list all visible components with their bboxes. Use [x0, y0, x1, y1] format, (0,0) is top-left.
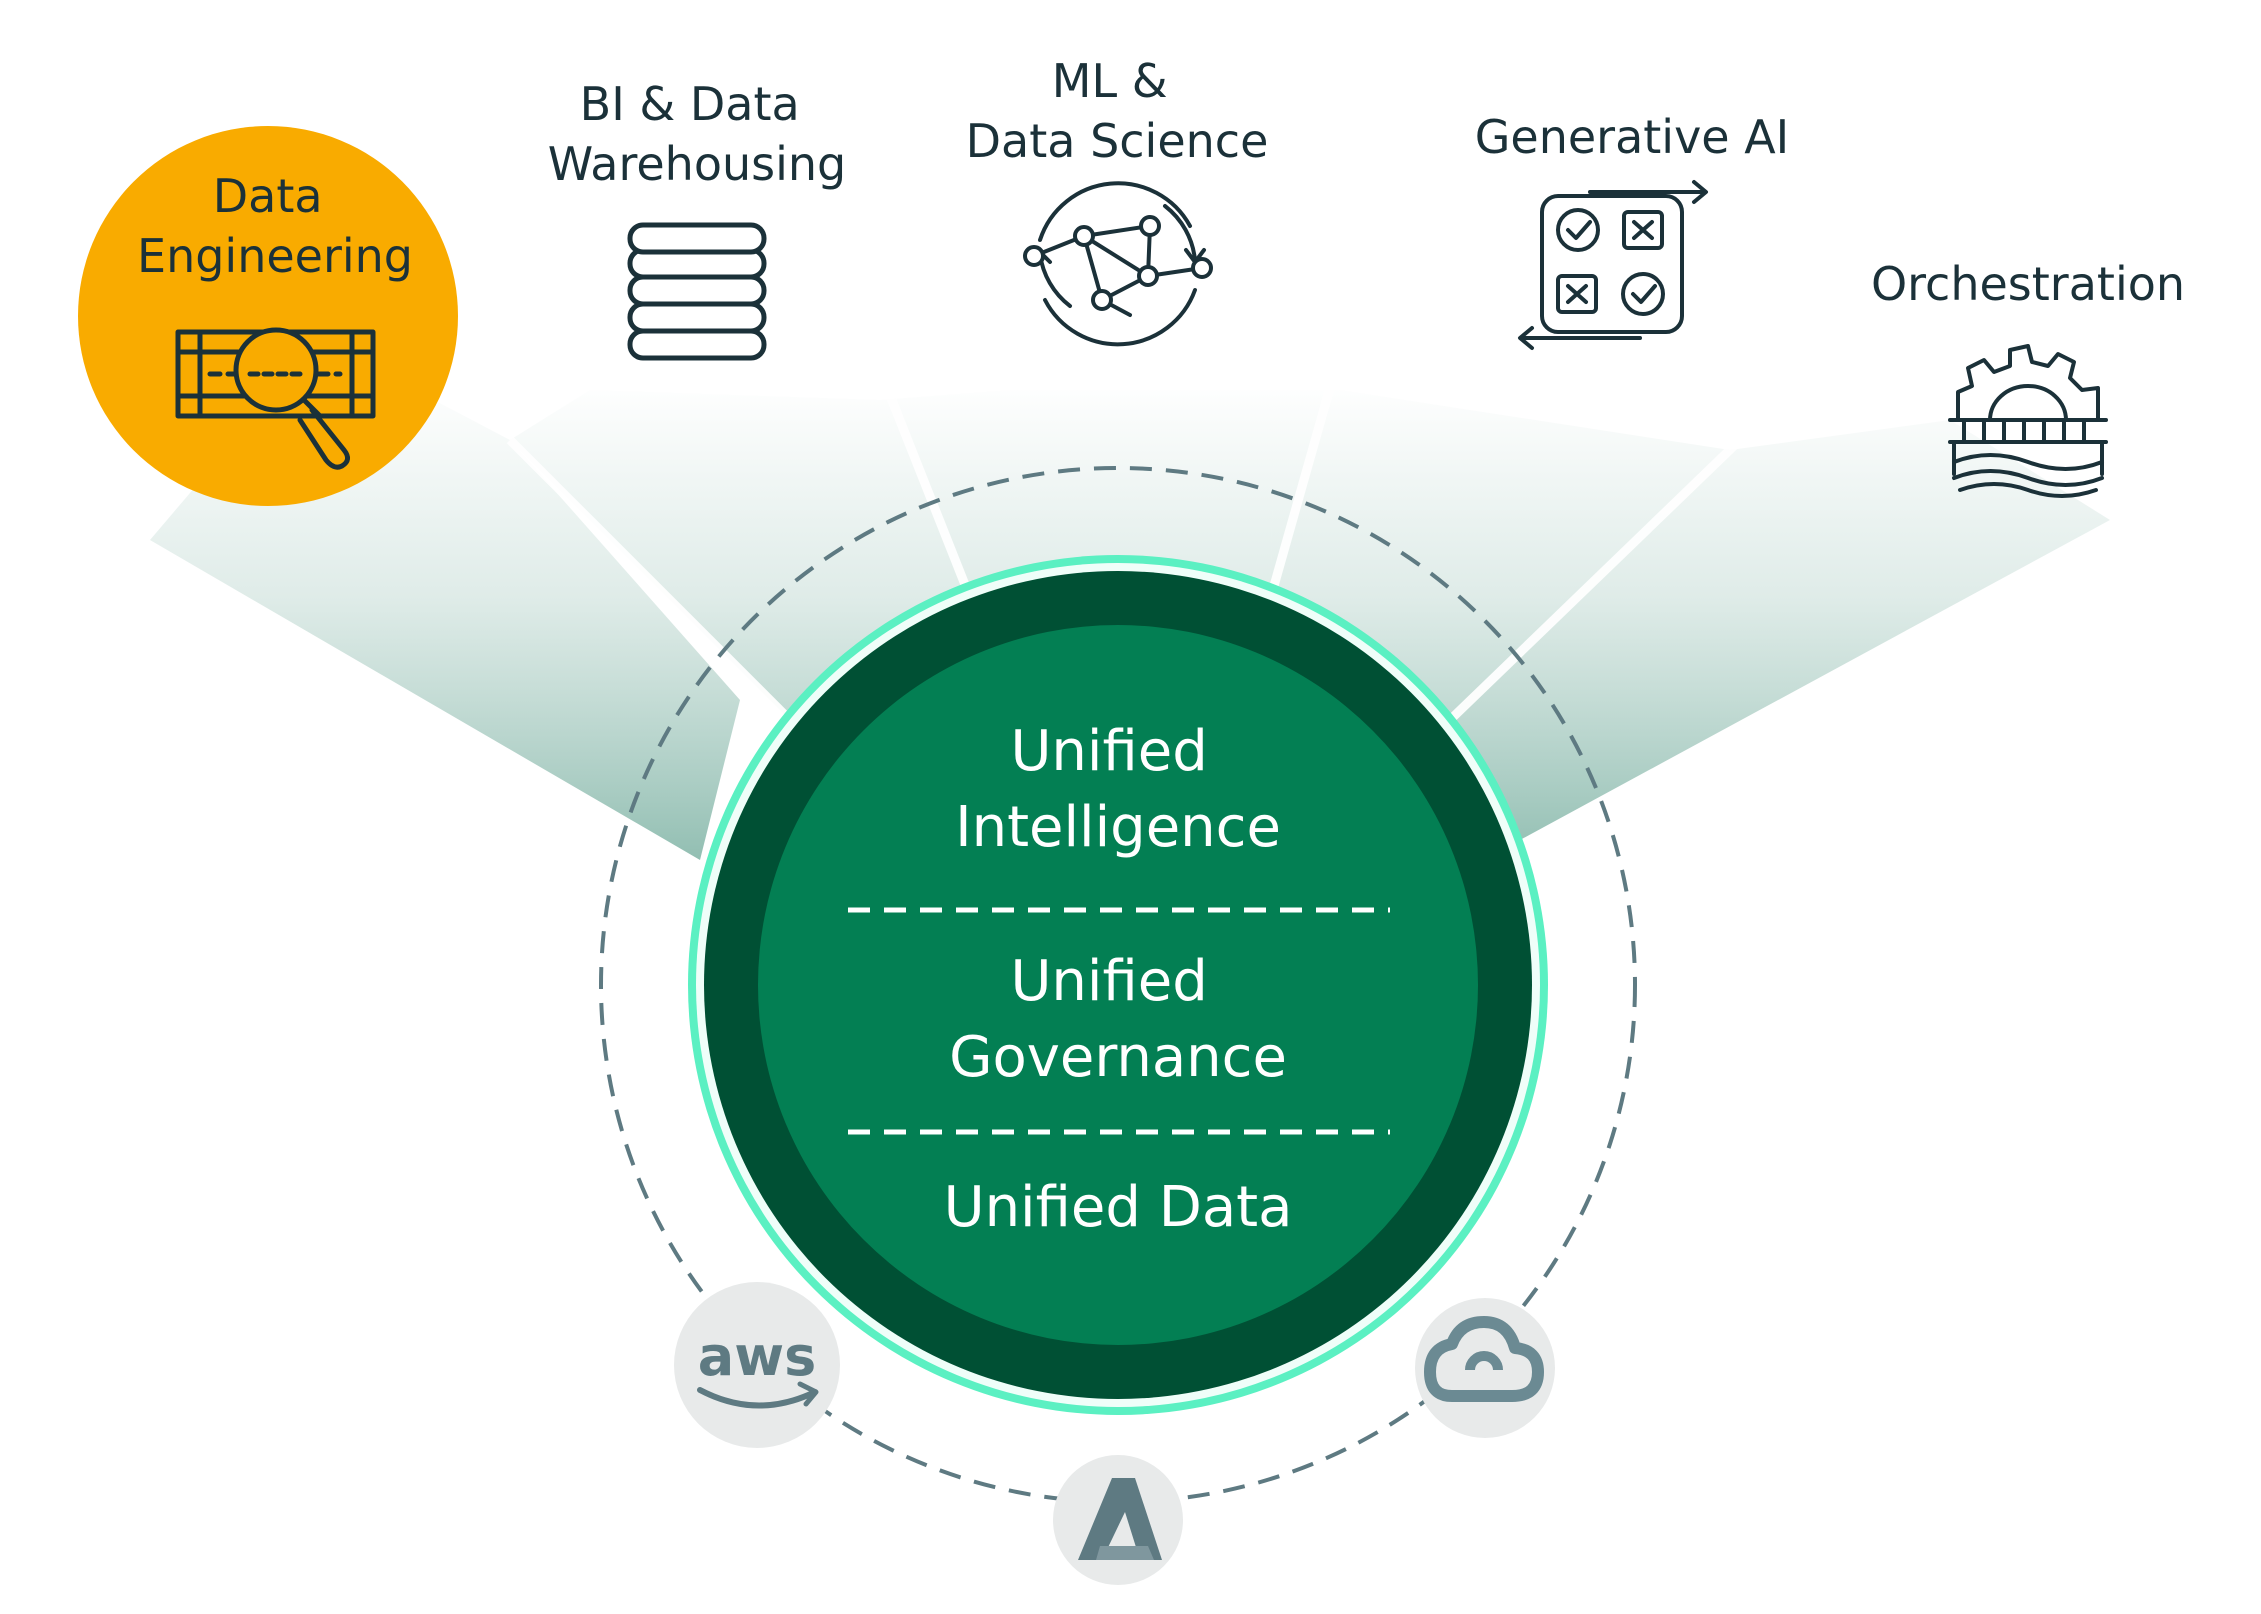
generative-ai-label: Generative AI: [1475, 110, 1790, 164]
layer-governance-label: Unified Governance: [949, 949, 1287, 1090]
database-stack-icon: [627, 222, 767, 361]
aws-logo-icon: [697, 1387, 818, 1409]
layer-intelligence-label: Unified Intelligence: [955, 719, 1281, 860]
bi-warehousing-label: BI & Data Warehousing: [548, 77, 846, 191]
highlight-circle: [78, 126, 458, 506]
aws-logo-text: aws: [698, 1325, 816, 1388]
workload-bi-warehousing: BI & Data Warehousing: [548, 77, 846, 361]
data-engineering-label: Data Engineering: [137, 169, 413, 283]
google-cloud-logo-icon: [1424, 1316, 1544, 1402]
unified-core: Unified Intelligence Unified Governance …: [688, 555, 1548, 1415]
beam-divider-4: [1446, 436, 1744, 724]
layer-data-label: Unified Data: [944, 1175, 1293, 1240]
data-pipeline-magnifier-icon: [175, 327, 376, 470]
workload-data-engineering: Data Engineering: [78, 126, 458, 506]
workload-ml-science: ML & Data Science: [966, 54, 1269, 347]
gear-bridge-icon: [1948, 344, 2108, 498]
ml-science-label: ML & Data Science: [966, 54, 1269, 168]
gcp-badge: [1415, 1298, 1555, 1438]
check-cross-grid-icon: [1518, 180, 1708, 350]
network-graph-cycle-icon: [1023, 181, 1213, 347]
beam-divider-2: [875, 368, 980, 612]
core-inner-disc: [758, 625, 1478, 1345]
aws-badge: aws: [674, 1282, 840, 1448]
beam-divider-1: [506, 436, 794, 724]
workload-orchestration: Orchestration: [1871, 257, 2185, 498]
beam-orchestration: [1450, 420, 2110, 840]
beam-generative-ai: [1270, 390, 1730, 720]
azure-badge: [1053, 1455, 1183, 1585]
beam-divider-3: [1265, 368, 1340, 602]
orchestration-label: Orchestration: [1871, 257, 2185, 311]
workload-generative-ai: Generative AI: [1475, 110, 1790, 350]
beam-bi-warehousing: [510, 390, 980, 720]
azure-logo-icon: [1078, 1478, 1162, 1560]
